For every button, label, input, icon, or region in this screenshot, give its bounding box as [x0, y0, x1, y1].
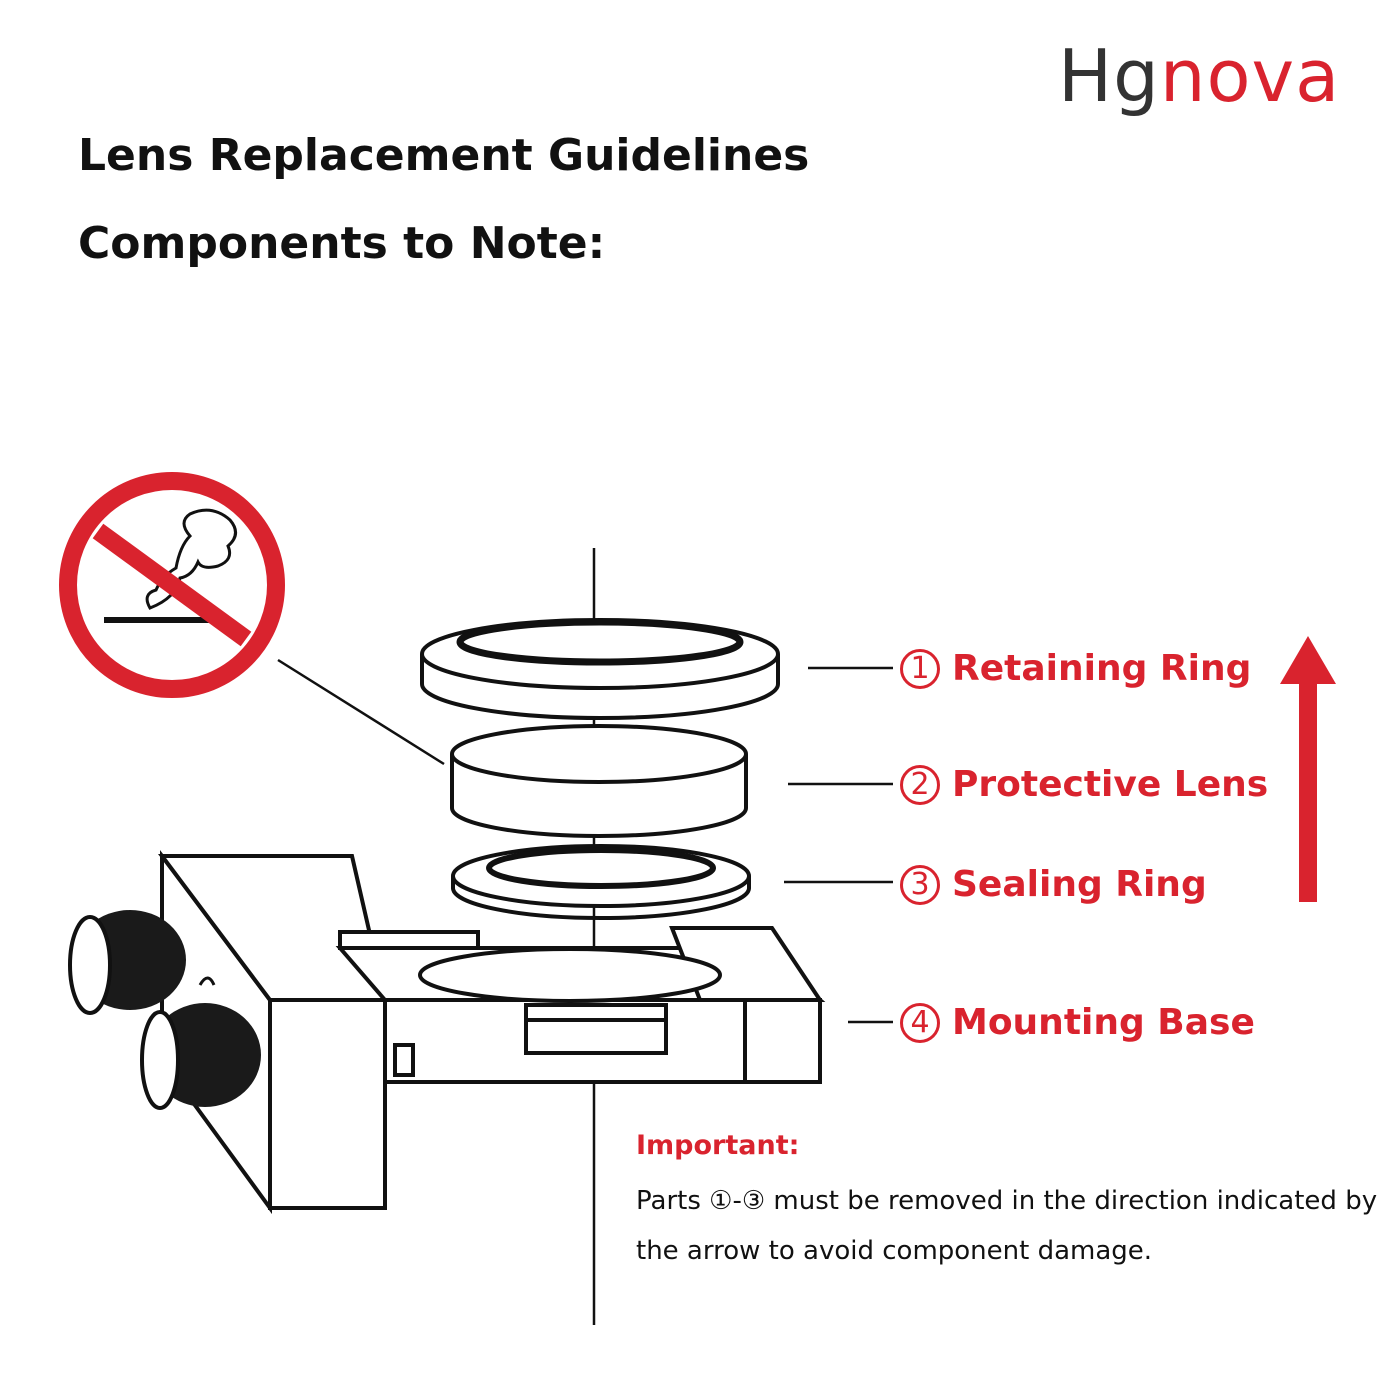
logo-red-part: nova [1159, 34, 1341, 118]
brand-logo: Hgnova [1058, 40, 1340, 112]
knob-icon [68, 910, 261, 1110]
part-label-mounting-base: 4 Mounting Base [900, 1002, 1255, 1043]
part-label-sealing-ring: 3 Sealing Ring [900, 864, 1207, 905]
sealing-ring-illustration [451, 844, 751, 920]
part-name: Mounting Base [952, 1002, 1255, 1043]
part-number-badge: 1 [900, 648, 940, 689]
part-number-badge: 3 [900, 864, 940, 905]
part-name: Protective Lens [952, 764, 1269, 805]
part-label-retaining-ring: 1 Retaining Ring [900, 648, 1251, 689]
logo-dark-part: Hg [1058, 34, 1160, 118]
retaining-ring-illustration [420, 618, 780, 720]
no-touch-icon [59, 472, 285, 698]
important-heading: Important: [636, 1130, 800, 1161]
part-number-badge: 4 [900, 1002, 940, 1043]
removal-arrow-icon [1280, 636, 1336, 902]
part-label-protective-lens: 2 Protective Lens [900, 764, 1268, 805]
protective-lens-illustration [450, 724, 748, 838]
page-title: Lens Replacement Guidelines [78, 130, 810, 181]
leader-lines [277, 658, 893, 1024]
part-name: Sealing Ring [952, 864, 1207, 905]
page-subtitle: Components to Note: [78, 218, 606, 269]
part-name: Retaining Ring [952, 648, 1252, 689]
important-note-text: Parts ①-③ must be removed in the directi… [636, 1186, 1378, 1266]
part-number-badge: 2 [900, 764, 940, 805]
